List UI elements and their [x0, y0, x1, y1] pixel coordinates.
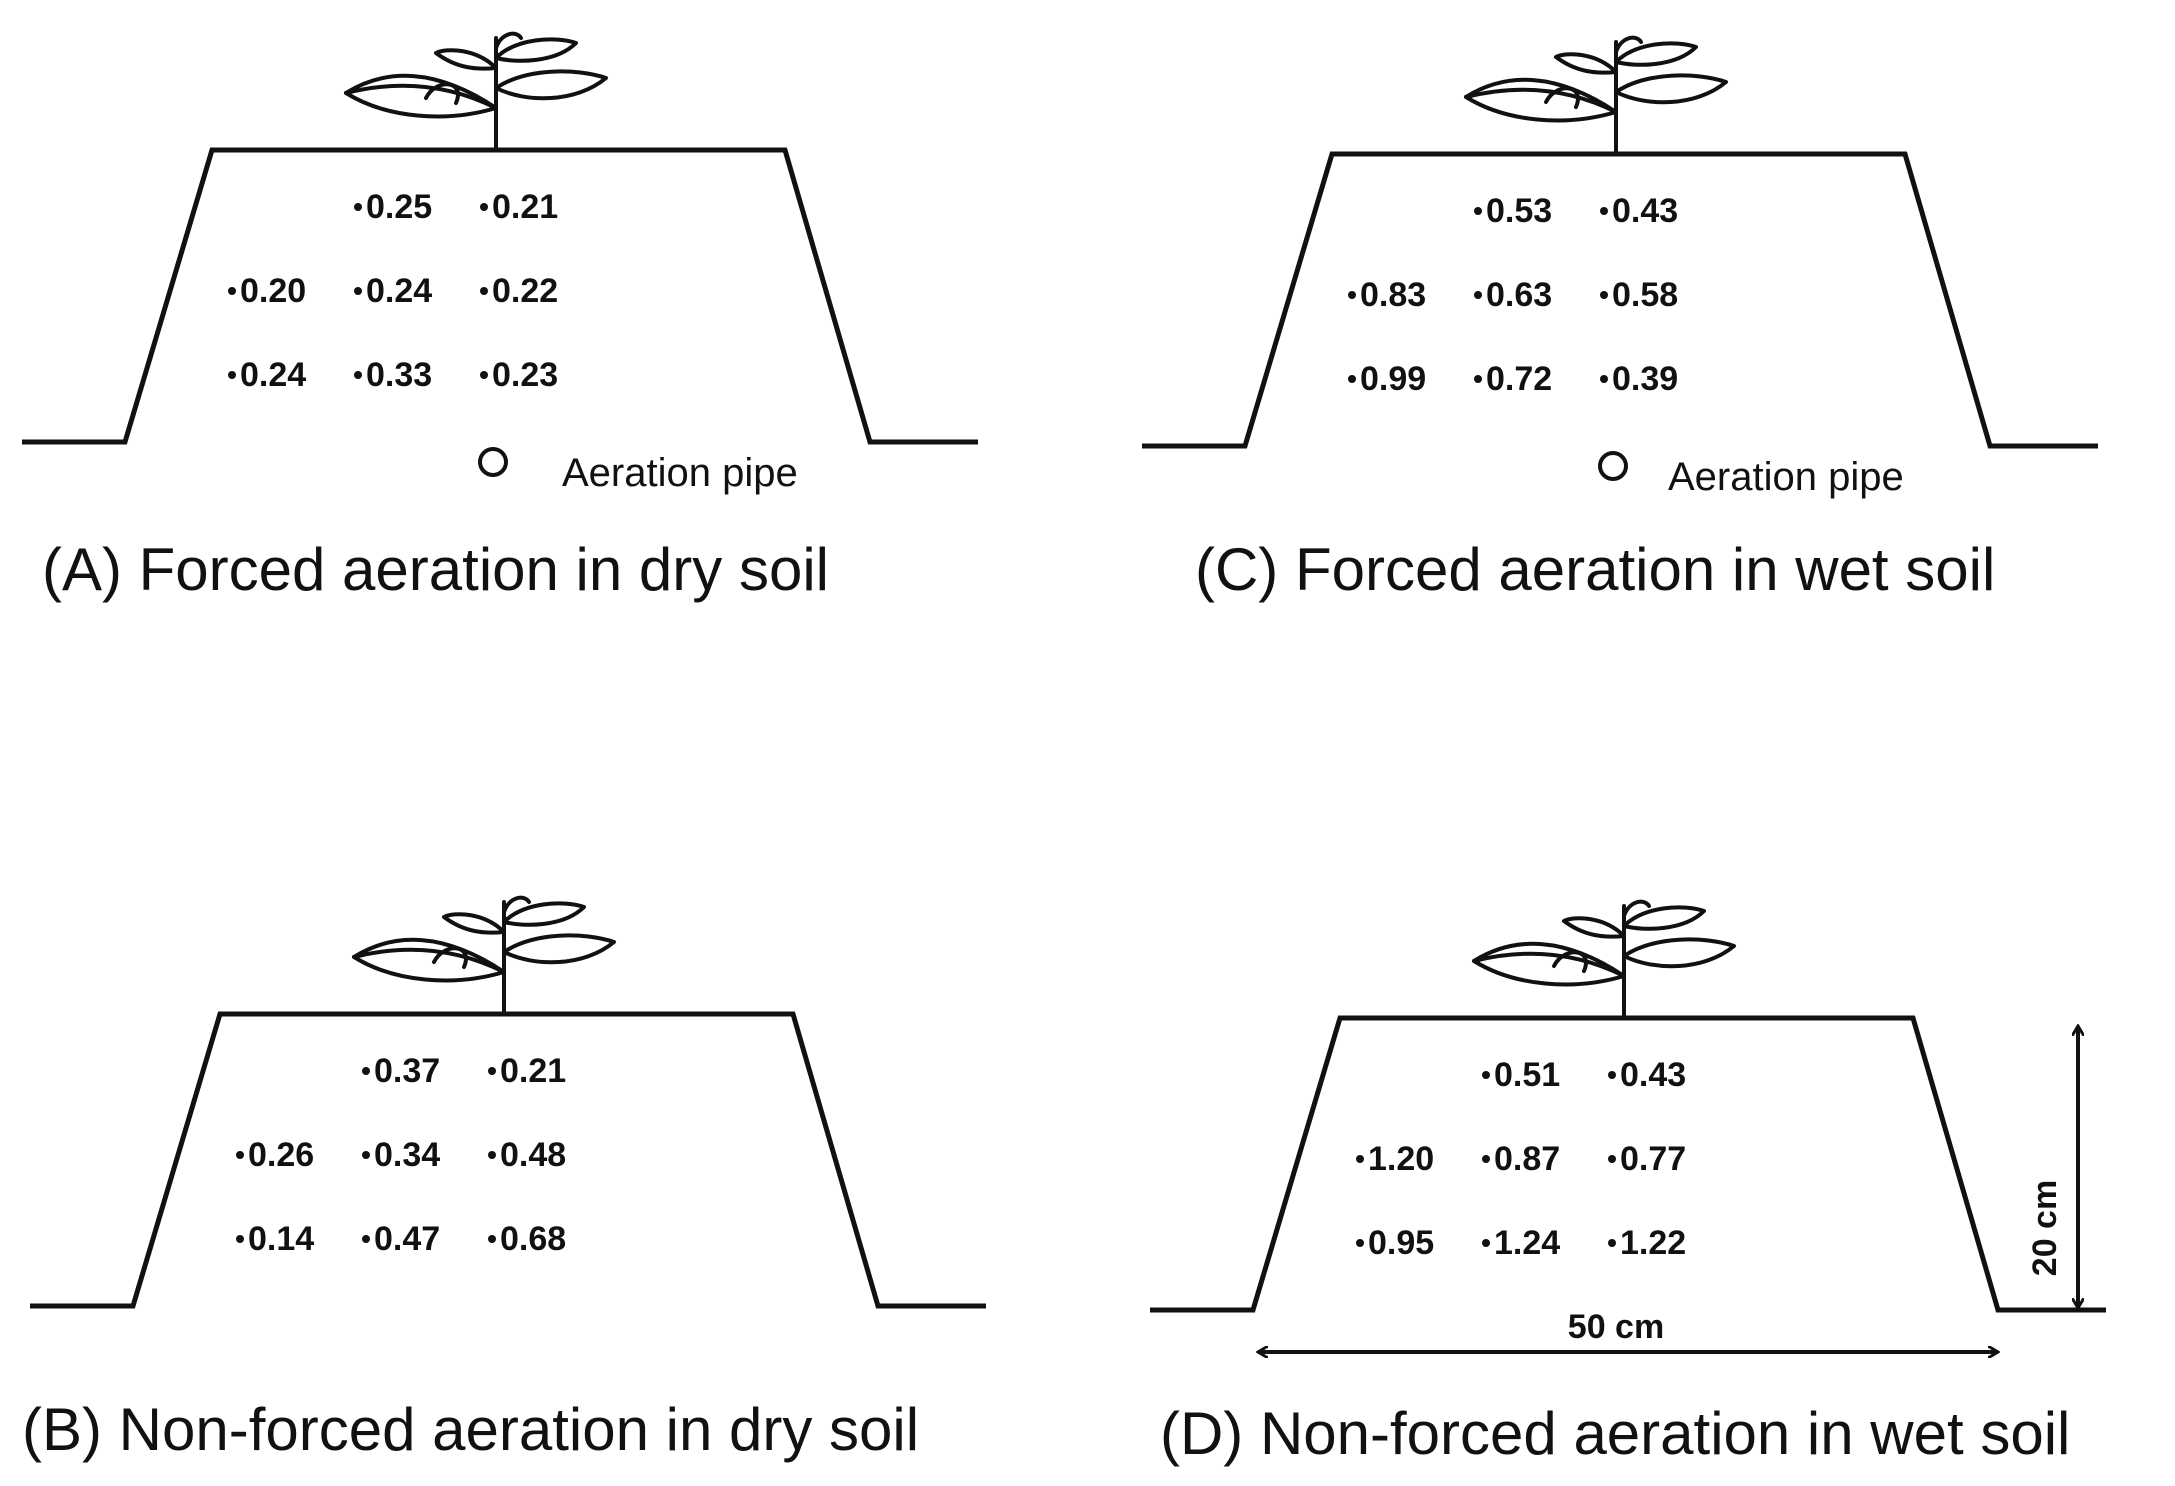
measurement-value: 0.48 [500, 1136, 566, 1174]
aeration-pipe-icon [478, 447, 508, 477]
measurement-value: 0.37 [374, 1052, 440, 1090]
panel-c: Aeration pipe (C) Forced aeration in wet… [1142, 35, 2098, 603]
measurement-point-icon [1474, 375, 1482, 383]
panel-d: 20 cm 50 cm (D) Non-forced aeration in w… [1150, 899, 2106, 1467]
measurement-point-icon [1600, 207, 1608, 215]
measurement-point-icon [1608, 1071, 1616, 1079]
measurement-value: 0.77 [1620, 1140, 1686, 1178]
measurement-value: 1.20 [1368, 1140, 1434, 1178]
measurement-point-icon [1474, 207, 1482, 215]
measurement-point-icon [488, 1151, 496, 1159]
measurement-value: 0.63 [1486, 276, 1552, 314]
measurement-point-icon [1348, 375, 1356, 383]
panel-caption: (B) Non-forced aeration in dry soil [22, 1396, 919, 1463]
measurement-value: 0.39 [1612, 360, 1678, 398]
measurement-value: 0.34 [374, 1136, 440, 1174]
measurement-value: 0.25 [366, 188, 432, 226]
measurement-value: 0.14 [248, 1220, 314, 1258]
measurement-point-icon [480, 371, 488, 379]
soil-ridge [1150, 1015, 2106, 1313]
measurement-value: 0.83 [1360, 276, 1426, 314]
measurement-point-icon [1474, 291, 1482, 299]
measurement-value: 0.99 [1360, 360, 1426, 398]
soil-ridge [30, 1011, 986, 1309]
measurement-point-icon [354, 371, 362, 379]
measurement-value: 0.26 [248, 1136, 314, 1174]
measurement-point-icon [488, 1235, 496, 1243]
measurement-point-icon [1348, 291, 1356, 299]
measurement-point-icon [1600, 291, 1608, 299]
measurement-point-icon [488, 1067, 496, 1075]
measurement-point-icon [354, 287, 362, 295]
panel-a: Aeration pipe (A) Forced aeration in dry… [22, 31, 978, 603]
measurement-point-icon [362, 1235, 370, 1243]
measurement-point-icon [362, 1067, 370, 1075]
measurement-point-icon [228, 287, 236, 295]
measurement-value: 0.47 [374, 1220, 440, 1258]
measurement-point-icon [1356, 1155, 1364, 1163]
soil-ridge [1142, 151, 2098, 449]
measurement-value: 0.21 [492, 188, 558, 226]
measurement-value: 0.33 [366, 356, 432, 394]
measurement-point-icon [362, 1151, 370, 1159]
measurement-point-icon [1482, 1155, 1490, 1163]
measurement-value: 0.20 [240, 272, 306, 310]
measurement-value: 1.22 [1620, 1224, 1686, 1262]
aeration-pipe-label: Aeration pipe [562, 451, 798, 495]
measurement-point-icon [1356, 1239, 1364, 1247]
plant-icon [352, 895, 616, 1014]
aeration-pipe-icon [1598, 451, 1628, 481]
measurement-value: 0.21 [500, 1052, 566, 1090]
measurement-value: 0.68 [500, 1220, 566, 1258]
measurement-value: 0.51 [1494, 1056, 1560, 1094]
measurement-point-icon [1608, 1239, 1616, 1247]
measurement-value: 0.53 [1486, 192, 1552, 230]
measurement-value: 0.95 [1368, 1224, 1434, 1262]
measurement-point-icon [1600, 375, 1608, 383]
measurement-point-icon [480, 287, 488, 295]
measurement-point-icon [236, 1235, 244, 1243]
measurement-value: 0.43 [1612, 192, 1678, 230]
measurement-value: 0.43 [1620, 1056, 1686, 1094]
measurement-point-icon [480, 203, 488, 211]
width-dimension-label: 50 cm [1568, 1308, 1664, 1346]
panel-caption: (A) Forced aeration in dry soil [42, 536, 829, 603]
aeration-pipe-label: Aeration pipe [1668, 455, 1904, 499]
panel-caption: (C) Forced aeration in wet soil [1195, 536, 1995, 603]
measurement-point-icon [236, 1151, 244, 1159]
measurement-value: 1.24 [1494, 1224, 1560, 1262]
panel-b: (B) Non-forced aeration in dry soil 0.37… [22, 895, 986, 1463]
plant-icon [1464, 35, 1728, 154]
measurement-point-icon [1482, 1239, 1490, 1247]
measurement-value: 0.23 [492, 356, 558, 394]
soil-ridge [22, 147, 978, 445]
measurement-point-icon [1482, 1071, 1490, 1079]
plant-icon [1472, 899, 1736, 1018]
panel-caption: (D) Non-forced aeration in wet soil [1160, 1400, 2070, 1467]
measurement-point-icon [228, 371, 236, 379]
measurement-value: 0.72 [1486, 360, 1552, 398]
measurement-value: 0.87 [1494, 1140, 1560, 1178]
measurement-value: 0.24 [240, 356, 306, 394]
measurement-value: 0.22 [492, 272, 558, 310]
measurement-point-icon [354, 203, 362, 211]
measurement-value: 0.24 [366, 272, 432, 310]
measurement-point-icon [1608, 1155, 1616, 1163]
height-dimension-label: 20 cm [2026, 1180, 2064, 1276]
measurement-value: 0.58 [1612, 276, 1678, 314]
plant-icon [344, 31, 608, 150]
